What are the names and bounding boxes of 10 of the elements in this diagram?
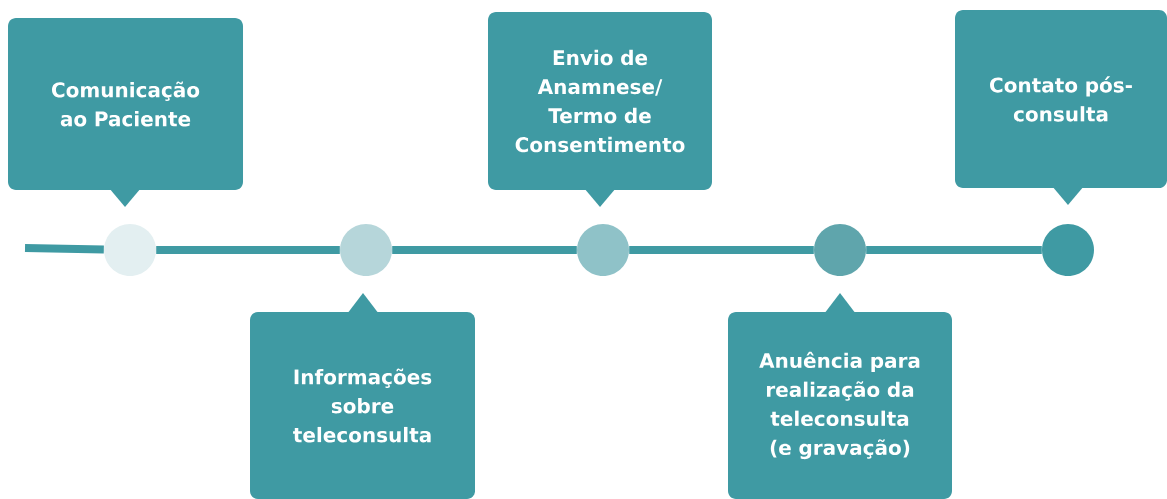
timeline-dot [104,224,156,276]
timeline-dot [1042,224,1094,276]
callout-box: Anuência para realização da teleconsulta (e gravação) [728,293,952,499]
callout-box: Comunicação ao Paciente [8,18,243,207]
callout-box: Envio de Anamnese/ Termo de Consentimento [488,12,712,207]
callout-box: Contato pós-consulta [955,10,1167,205]
callout-box: Informações sobre teleconsulta [250,293,475,499]
timeline-dot [814,224,866,276]
timeline-dot [340,224,392,276]
timeline-dot [577,224,629,276]
